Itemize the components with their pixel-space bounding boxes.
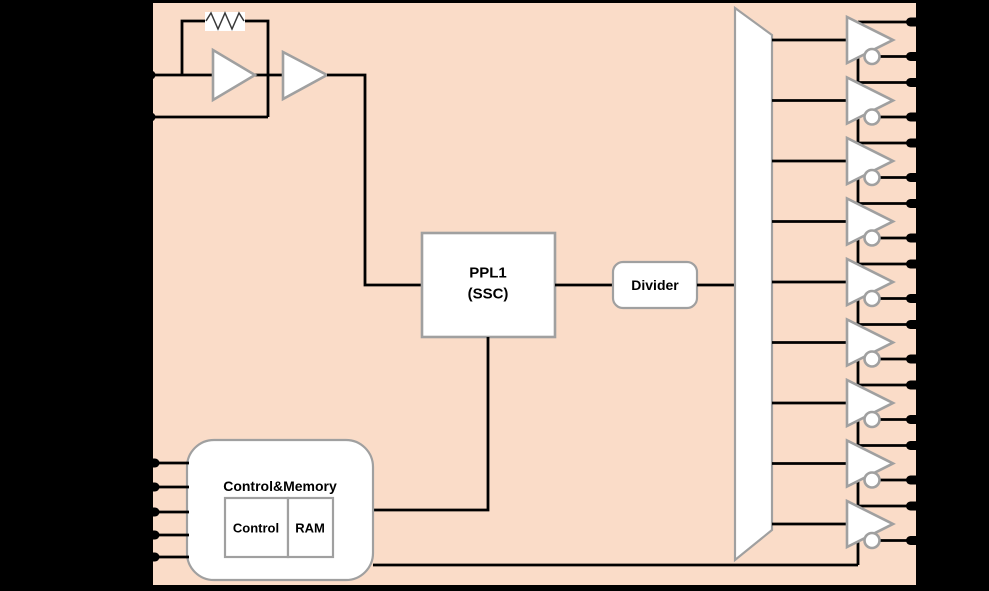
control-memory-block: Control&Memory Control RAM [185, 438, 375, 582]
output-pin [906, 17, 926, 27]
output-pin [906, 501, 926, 511]
output-pin [906, 475, 926, 485]
inverter-bubble-icon [863, 410, 881, 429]
inverter-bubble-icon [863, 289, 881, 308]
control-box [223, 496, 290, 559]
pll-block: PPL1 (SSC) [420, 231, 557, 339]
resistor-icon [205, 11, 245, 31]
output-pin [906, 354, 926, 364]
inverter-bubble-icon [863, 229, 881, 247]
control-pin [140, 482, 160, 492]
xtal-out-pin [146, 112, 156, 122]
output-buffer [772, 256, 926, 325]
xtal-in-pin [146, 70, 156, 80]
amplifier-triangle-icon [211, 47, 258, 103]
resistor-body [205, 12, 245, 31]
output-pin [906, 536, 926, 545]
divider-label: Divider [631, 277, 679, 293]
output-pin [906, 199, 926, 208]
resistor-zigzag [205, 11, 245, 31]
buffer-triangle-icon [281, 49, 330, 102]
divider-block: Divider [611, 260, 699, 310]
control-pin [140, 458, 160, 468]
control-pin [140, 552, 160, 562]
control-pin-group [140, 530, 189, 540]
control-pin [140, 507, 160, 517]
output-pin [906, 173, 926, 182]
pll-label-line2: (SSC) [468, 286, 509, 303]
osc-to-pll-wire [327, 73, 422, 287]
output-buffer [772, 75, 926, 143]
output-buffer [772, 196, 926, 264]
crystal-oscillator [146, 11, 330, 122]
inverter-bubble-icon [863, 350, 881, 368]
pll-to-control-wire [373, 337, 490, 512]
output-pin [906, 380, 926, 390]
control-pins [140, 458, 189, 562]
output-pin [906, 294, 926, 303]
inverter-bubble-icon [863, 531, 881, 550]
control-label: Control [233, 521, 279, 536]
output-pin [906, 138, 926, 148]
output-buffer [772, 498, 926, 565]
fanout-trapezoid-icon [733, 5, 774, 563]
output-buffer [772, 14, 926, 83]
output-pin [906, 78, 926, 87]
output-buffers [772, 14, 926, 565]
control-memory-title: Control&Memory [223, 478, 337, 494]
output-buffer [772, 135, 926, 204]
inverter-bubble-icon [863, 471, 881, 489]
output-buffer [772, 317, 926, 385]
output-buffer [772, 438, 926, 506]
inverter-bubble-icon [863, 108, 881, 126]
output-buffer [772, 377, 926, 446]
output-pin [906, 112, 926, 122]
control-pin-group [140, 458, 189, 468]
control-pin-group [140, 552, 189, 562]
output-pin [906, 233, 926, 243]
output-pin [906, 259, 926, 269]
control-pin [140, 530, 160, 540]
inverter-bubble-icon [863, 168, 881, 187]
control-pin-group [140, 482, 189, 492]
output-pin [906, 52, 926, 61]
ram-box [286, 496, 335, 559]
control-pin-group [140, 507, 189, 517]
output-pin [906, 320, 926, 329]
pll-label-line1: PPL1 [469, 265, 507, 282]
output-pin [906, 415, 926, 424]
ram-label: RAM [295, 521, 325, 536]
inverter-bubble-icon [863, 47, 881, 66]
output-pin [906, 441, 926, 450]
